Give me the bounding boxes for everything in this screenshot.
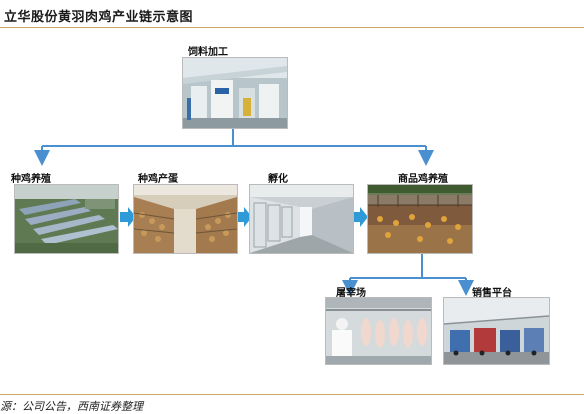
- label-slaughter: 屠宰场: [336, 288, 366, 299]
- label-broiler: 商品鸡养殖: [398, 174, 448, 185]
- photo-sales-platform: [444, 298, 549, 364]
- arrow-eggs-to-hatch: [236, 207, 252, 227]
- top-divider: [0, 27, 584, 28]
- photo-slaughterhouse: [326, 298, 431, 364]
- photo-breeder-farm: [15, 185, 118, 253]
- label-eggs: 种鸡产蛋: [138, 174, 178, 185]
- label-hatch: 孵化: [268, 174, 288, 185]
- arrow-breeder-to-eggs: [120, 207, 136, 227]
- label-sales: 销售平台: [472, 288, 512, 299]
- label-breeder: 种鸡养殖: [11, 174, 51, 185]
- source-note: 源：公司公告，西南证券整理: [0, 400, 143, 413]
- diagram-title: 立华股份黄羽肉鸡产业链示意图: [4, 10, 194, 25]
- label-feed: 饲料加工: [188, 47, 228, 58]
- photo-hatchery: [250, 185, 353, 253]
- photo-feed-factory: [183, 58, 287, 128]
- arrow-hatch-to-broiler: [352, 207, 368, 227]
- bottom-divider: [0, 394, 584, 395]
- photo-broiler-farm: [368, 185, 472, 253]
- photo-egg-laying: [134, 185, 237, 253]
